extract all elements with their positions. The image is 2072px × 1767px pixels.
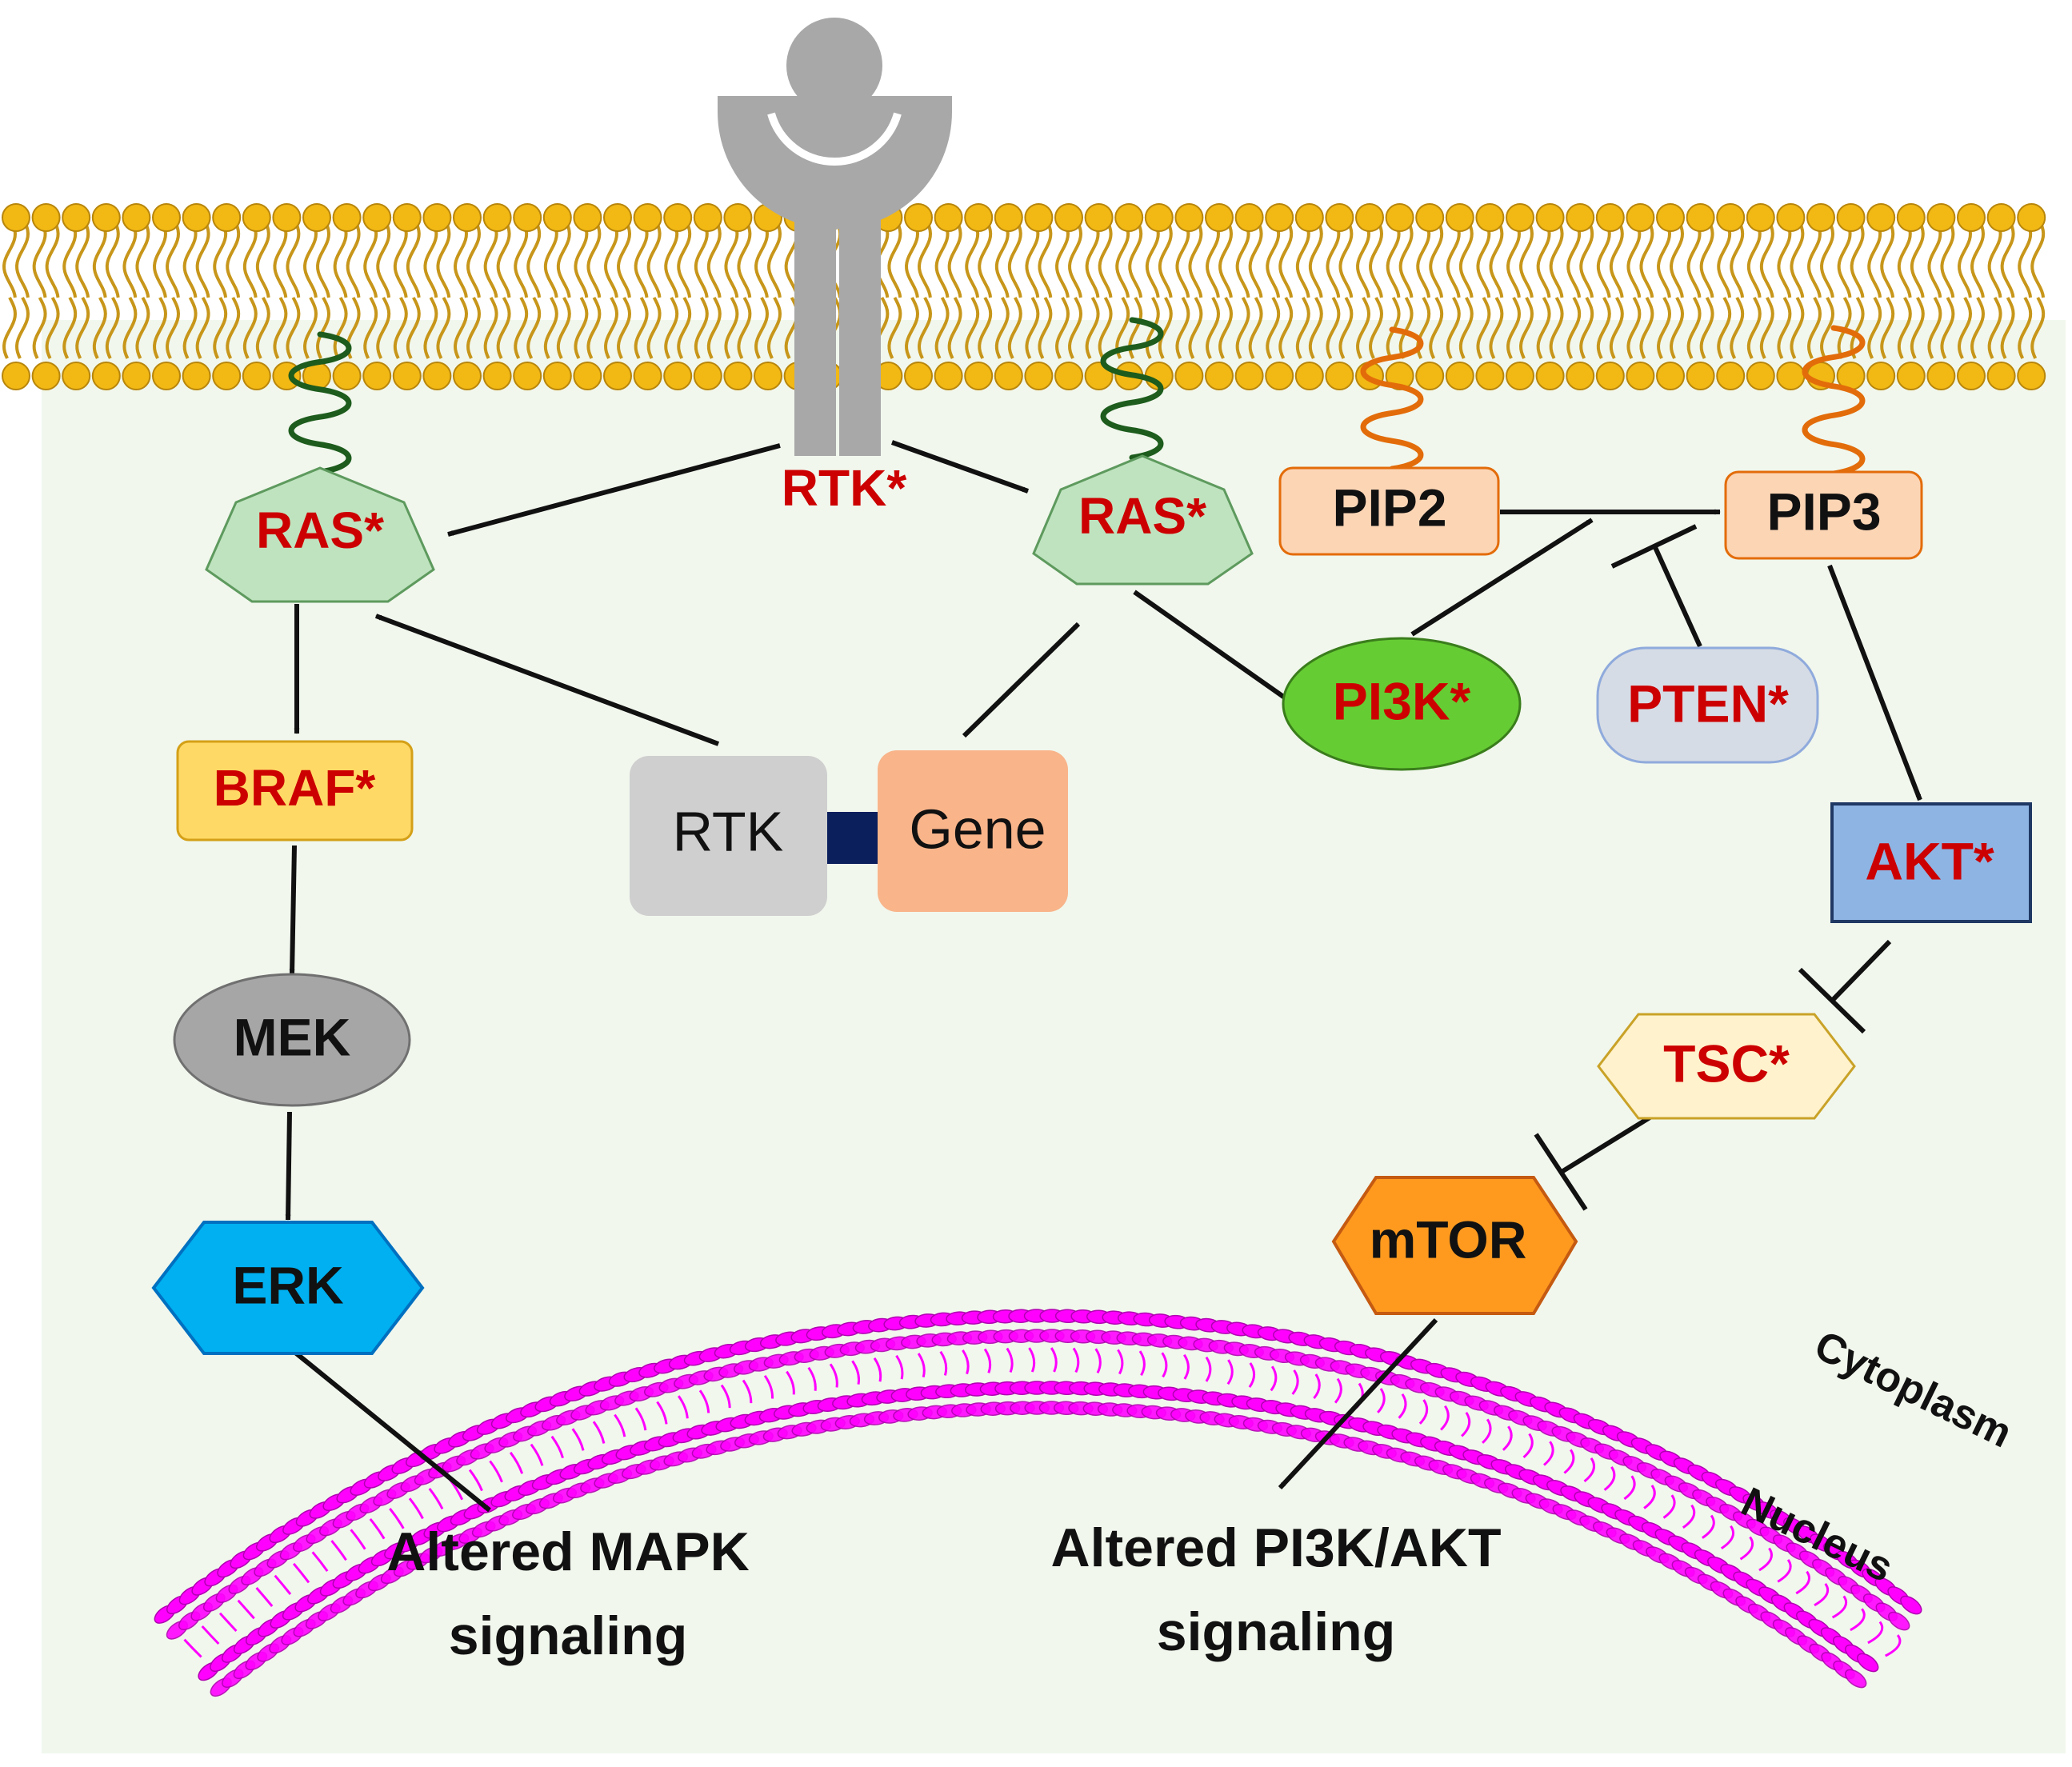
erk-label: ERK (232, 1255, 344, 1314)
pi3k-node: PI3K* (1282, 637, 1522, 771)
pi3k-akt-outcome-line2: signaling (1157, 1601, 1395, 1662)
ras-left-node: RAS* (205, 466, 435, 603)
rtk-receptor-label: RTK* (782, 459, 907, 517)
pten-label: PTEN* (1627, 674, 1789, 733)
tsc-label: TSC* (1663, 1033, 1790, 1093)
arrow-braf-to-mek (289, 845, 297, 975)
gene-fusion-label: Gene (909, 798, 1046, 860)
arrow-erk-to-mapk (293, 1349, 491, 1513)
tsc-node: TSC* (1597, 1013, 1856, 1120)
mtor-label: mTOR (1370, 1209, 1527, 1269)
arrow-rtk-to-ras-right (890, 440, 1030, 494)
erk-node: ERK (151, 1221, 425, 1355)
gene-fusion-node: Gene (878, 750, 1068, 912)
nuclear-membrane (154, 1309, 1922, 1697)
braf-node: BRAF* (176, 740, 414, 842)
mapk-outcome-line2: signaling (449, 1605, 687, 1666)
ras-right-node: RAS* (1032, 454, 1254, 586)
inhibit-akt-tsc (1798, 939, 1892, 1034)
pip2-node: PIP2 (1278, 466, 1500, 556)
rtk-fusion-label: RTK (673, 800, 784, 862)
rtk-receptor (718, 18, 952, 456)
braf-label: BRAF* (214, 759, 376, 817)
mek-node: MEK (173, 973, 411, 1107)
inhibit-tsc-mtor (1534, 1110, 1659, 1211)
arrow-fusion-to-ras-left (374, 614, 720, 746)
pi3k-akt-outcome-line1: Altered PI3K/AKT (1051, 1517, 1502, 1578)
akt-label: AKT* (1865, 831, 1994, 890)
akt-node: AKT* (1830, 802, 2032, 923)
pten-node: PTEN* (1596, 646, 1819, 764)
pip3-label: PIP3 (1766, 482, 1881, 541)
lipid-anchors (288, 317, 1866, 477)
pip2-label: PIP2 (1332, 478, 1446, 537)
mtor-node: mTOR (1331, 1176, 1578, 1315)
mek-label: MEK (234, 1007, 351, 1066)
inhibit-pten (1610, 524, 1702, 648)
pi3k-label: PI3K* (1333, 671, 1471, 730)
ras-right-label: RAS* (1078, 487, 1206, 545)
arrow-fusion-to-ras-right (962, 622, 1081, 738)
arrow-mek-to-erk (285, 1111, 292, 1221)
arrow-rtk-to-ras-left (447, 443, 781, 537)
pip3-node: PIP3 (1724, 470, 1923, 560)
ras-left-label: RAS* (256, 502, 384, 559)
arrow-mtor-to-pi3k-akt (1278, 1317, 1438, 1490)
mapk-outcome-line1: Altered MAPK (386, 1521, 749, 1582)
arrow-pip3-to-akt (1827, 564, 1922, 802)
rtk-fusion-node: RTK (630, 756, 827, 916)
arrow-pi3k-to-conversion (1410, 518, 1594, 637)
connectors (285, 440, 1922, 1513)
fusion-link (824, 812, 880, 864)
arrow-ras-to-pi3k (1133, 590, 1290, 702)
